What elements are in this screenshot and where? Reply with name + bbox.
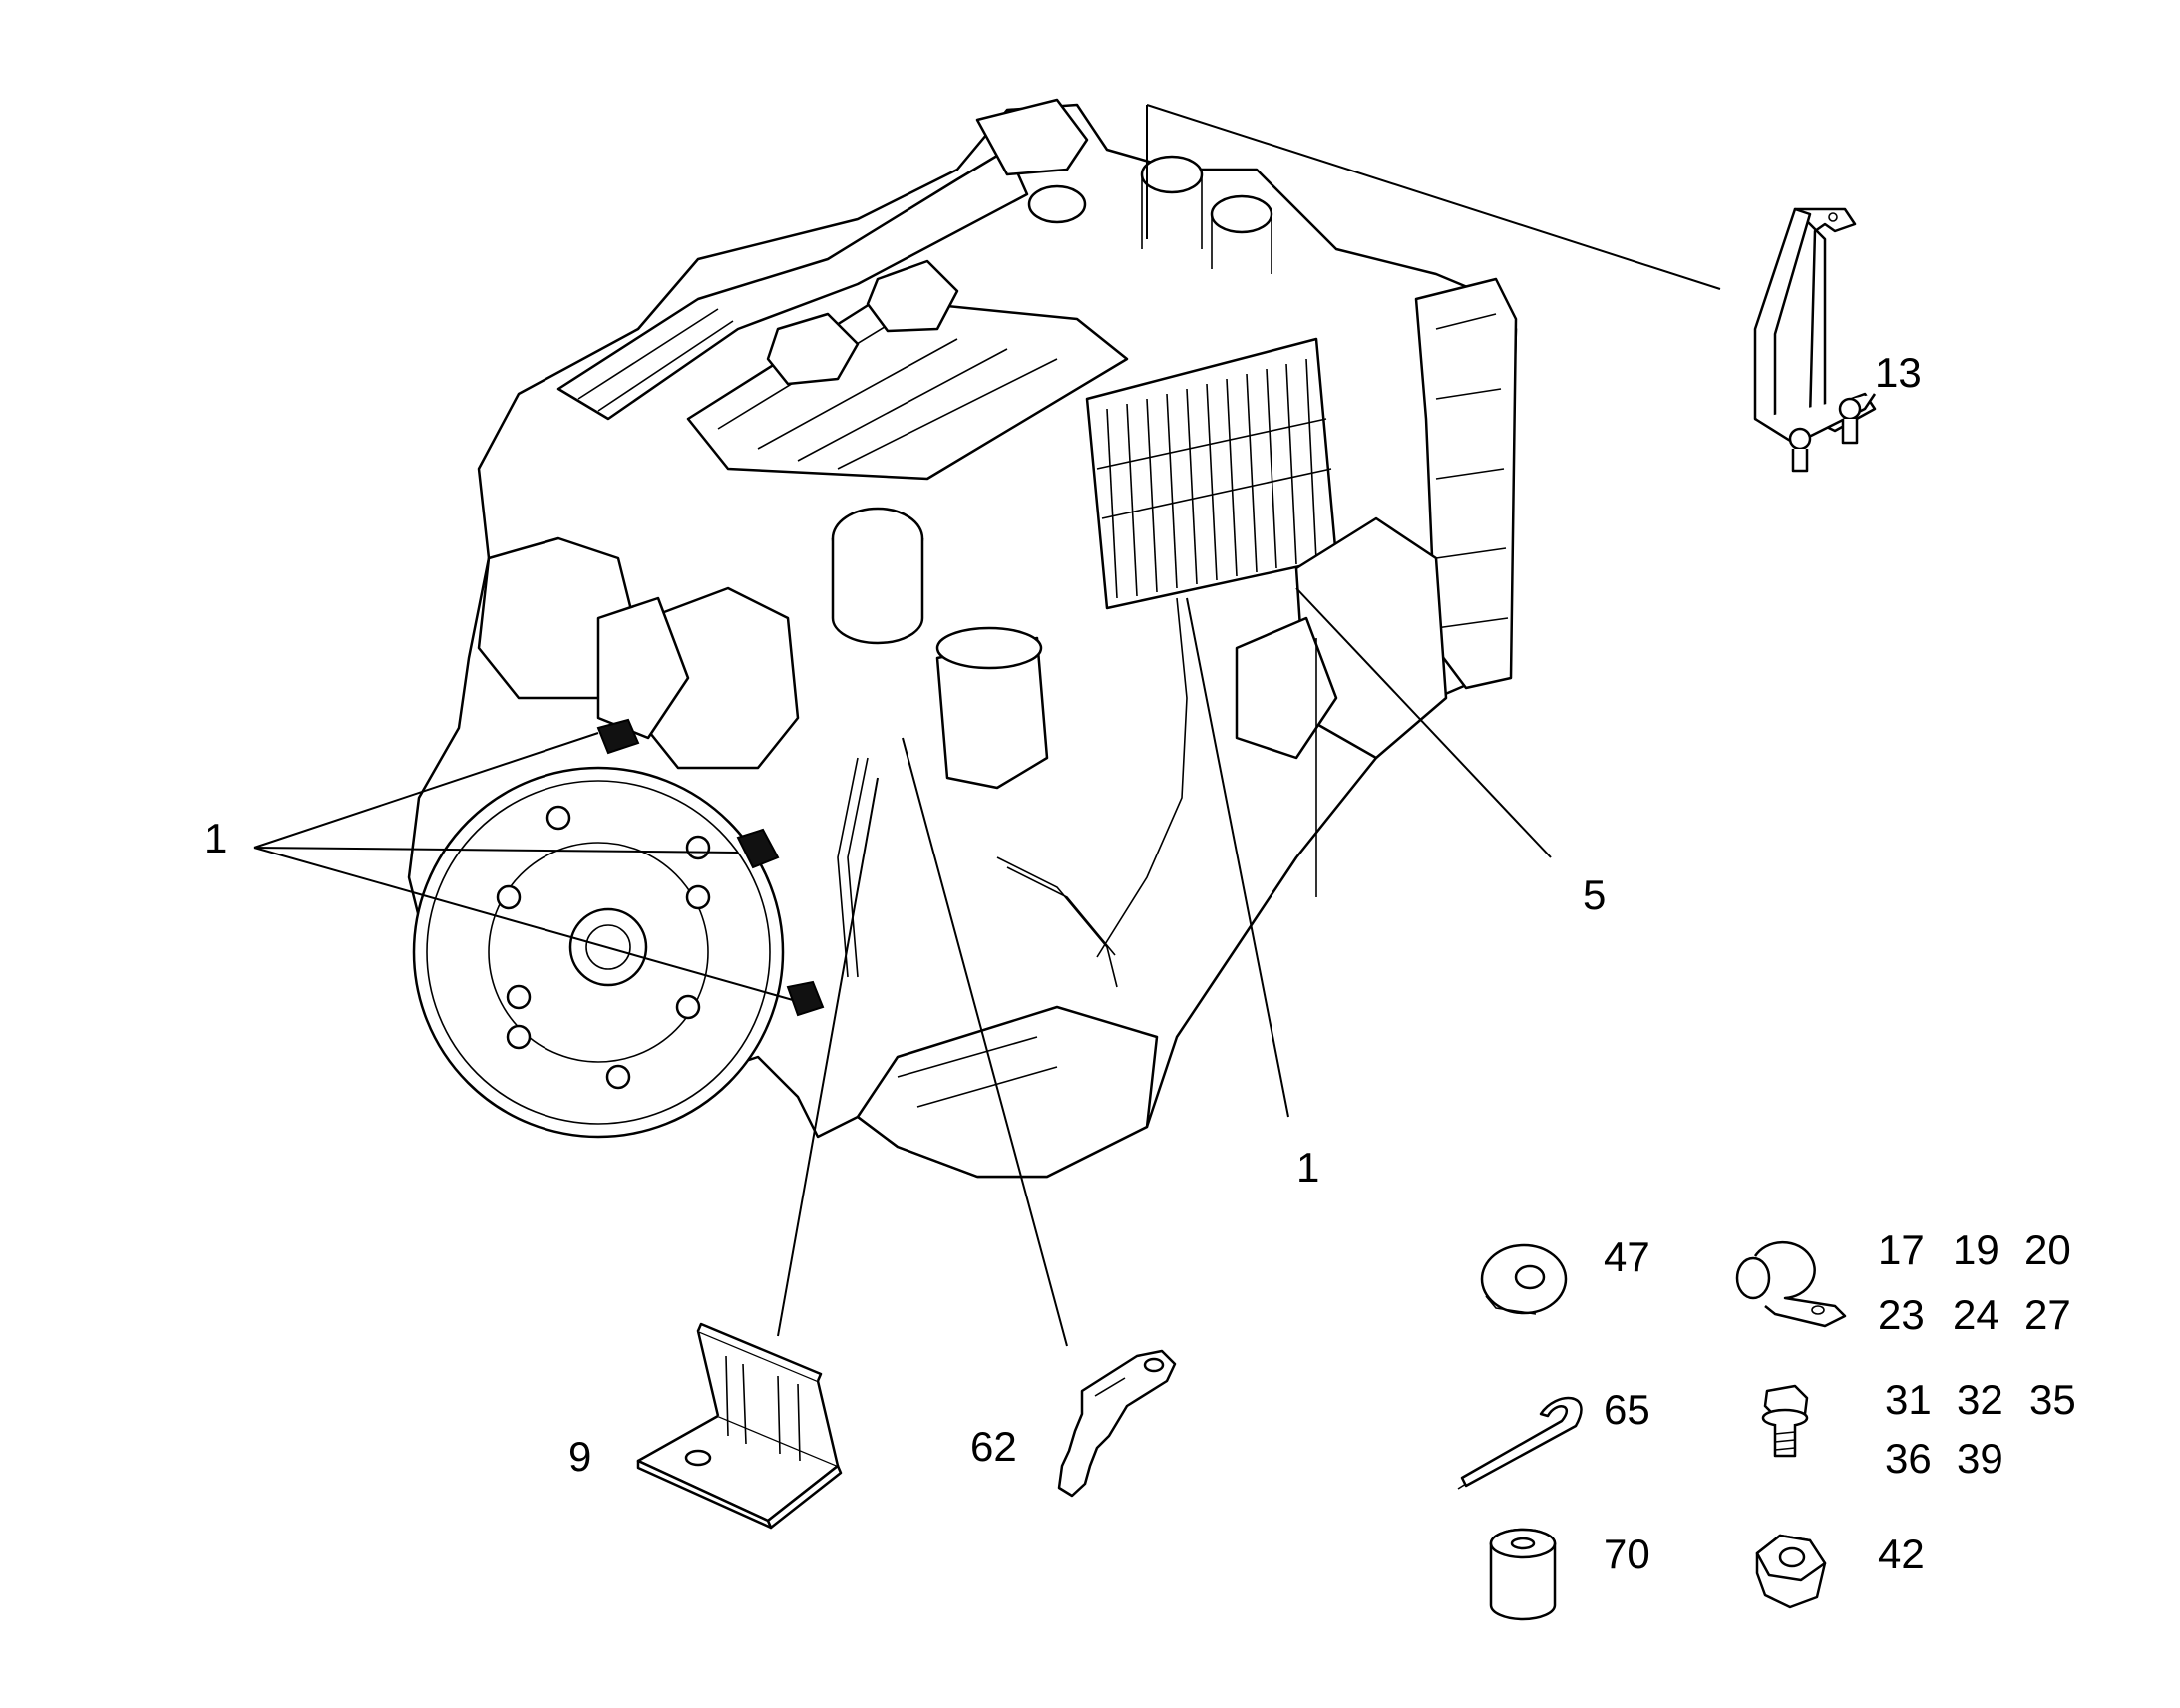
p-clip-icon — [1735, 1240, 1847, 1328]
spacer-sleeve-icon — [1489, 1528, 1557, 1621]
callout-70: 70 — [1604, 1531, 1650, 1577]
mounting-bracket-13-icon — [1753, 207, 1877, 473]
hex-nut-icon — [1755, 1534, 1827, 1609]
mounting-bracket-9-icon — [636, 1322, 843, 1530]
callout-31: 31 — [1885, 1376, 1932, 1423]
leader-lines — [253, 104, 1721, 1347]
callout-9: 9 — [568, 1433, 591, 1480]
callout-5: 5 — [1583, 871, 1606, 918]
callout-39: 39 — [1957, 1435, 2003, 1482]
callout-47: 47 — [1604, 1233, 1650, 1280]
sensor-icon — [786, 980, 825, 1017]
callout-24: 24 — [1953, 1291, 1999, 1338]
callout-23: 23 — [1878, 1291, 1925, 1338]
flange-bolt-icon — [1761, 1384, 1809, 1458]
callout-35: 35 — [2029, 1376, 2076, 1423]
strap-bracket-62-icon — [1057, 1349, 1177, 1498]
callout-labels: 1 1 5 9 13 62 47 65 70 42 17 19 20 23 24… — [204, 349, 2076, 1577]
callout-42: 42 — [1878, 1531, 1925, 1577]
cable-tie-icon — [1457, 1396, 1583, 1490]
callout-17: 17 — [1878, 1226, 1925, 1273]
callout-1-left: 1 — [204, 815, 227, 861]
callout-36: 36 — [1885, 1435, 1932, 1482]
callout-13: 13 — [1875, 349, 1922, 396]
callout-19: 19 — [1953, 1226, 1999, 1273]
sensor-icon — [596, 718, 640, 755]
callout-20: 20 — [2024, 1226, 2071, 1273]
callout-27: 27 — [2024, 1291, 2071, 1338]
sensor-icon — [736, 828, 780, 869]
callout-62: 62 — [970, 1423, 1017, 1470]
callout-32: 32 — [1957, 1376, 2003, 1423]
washer-icon — [1480, 1243, 1568, 1315]
callout-65: 65 — [1604, 1386, 1650, 1433]
engine-illustration — [407, 98, 1518, 1179]
callout-1-right: 1 — [1296, 1144, 1319, 1191]
flywheel — [412, 766, 785, 1139]
